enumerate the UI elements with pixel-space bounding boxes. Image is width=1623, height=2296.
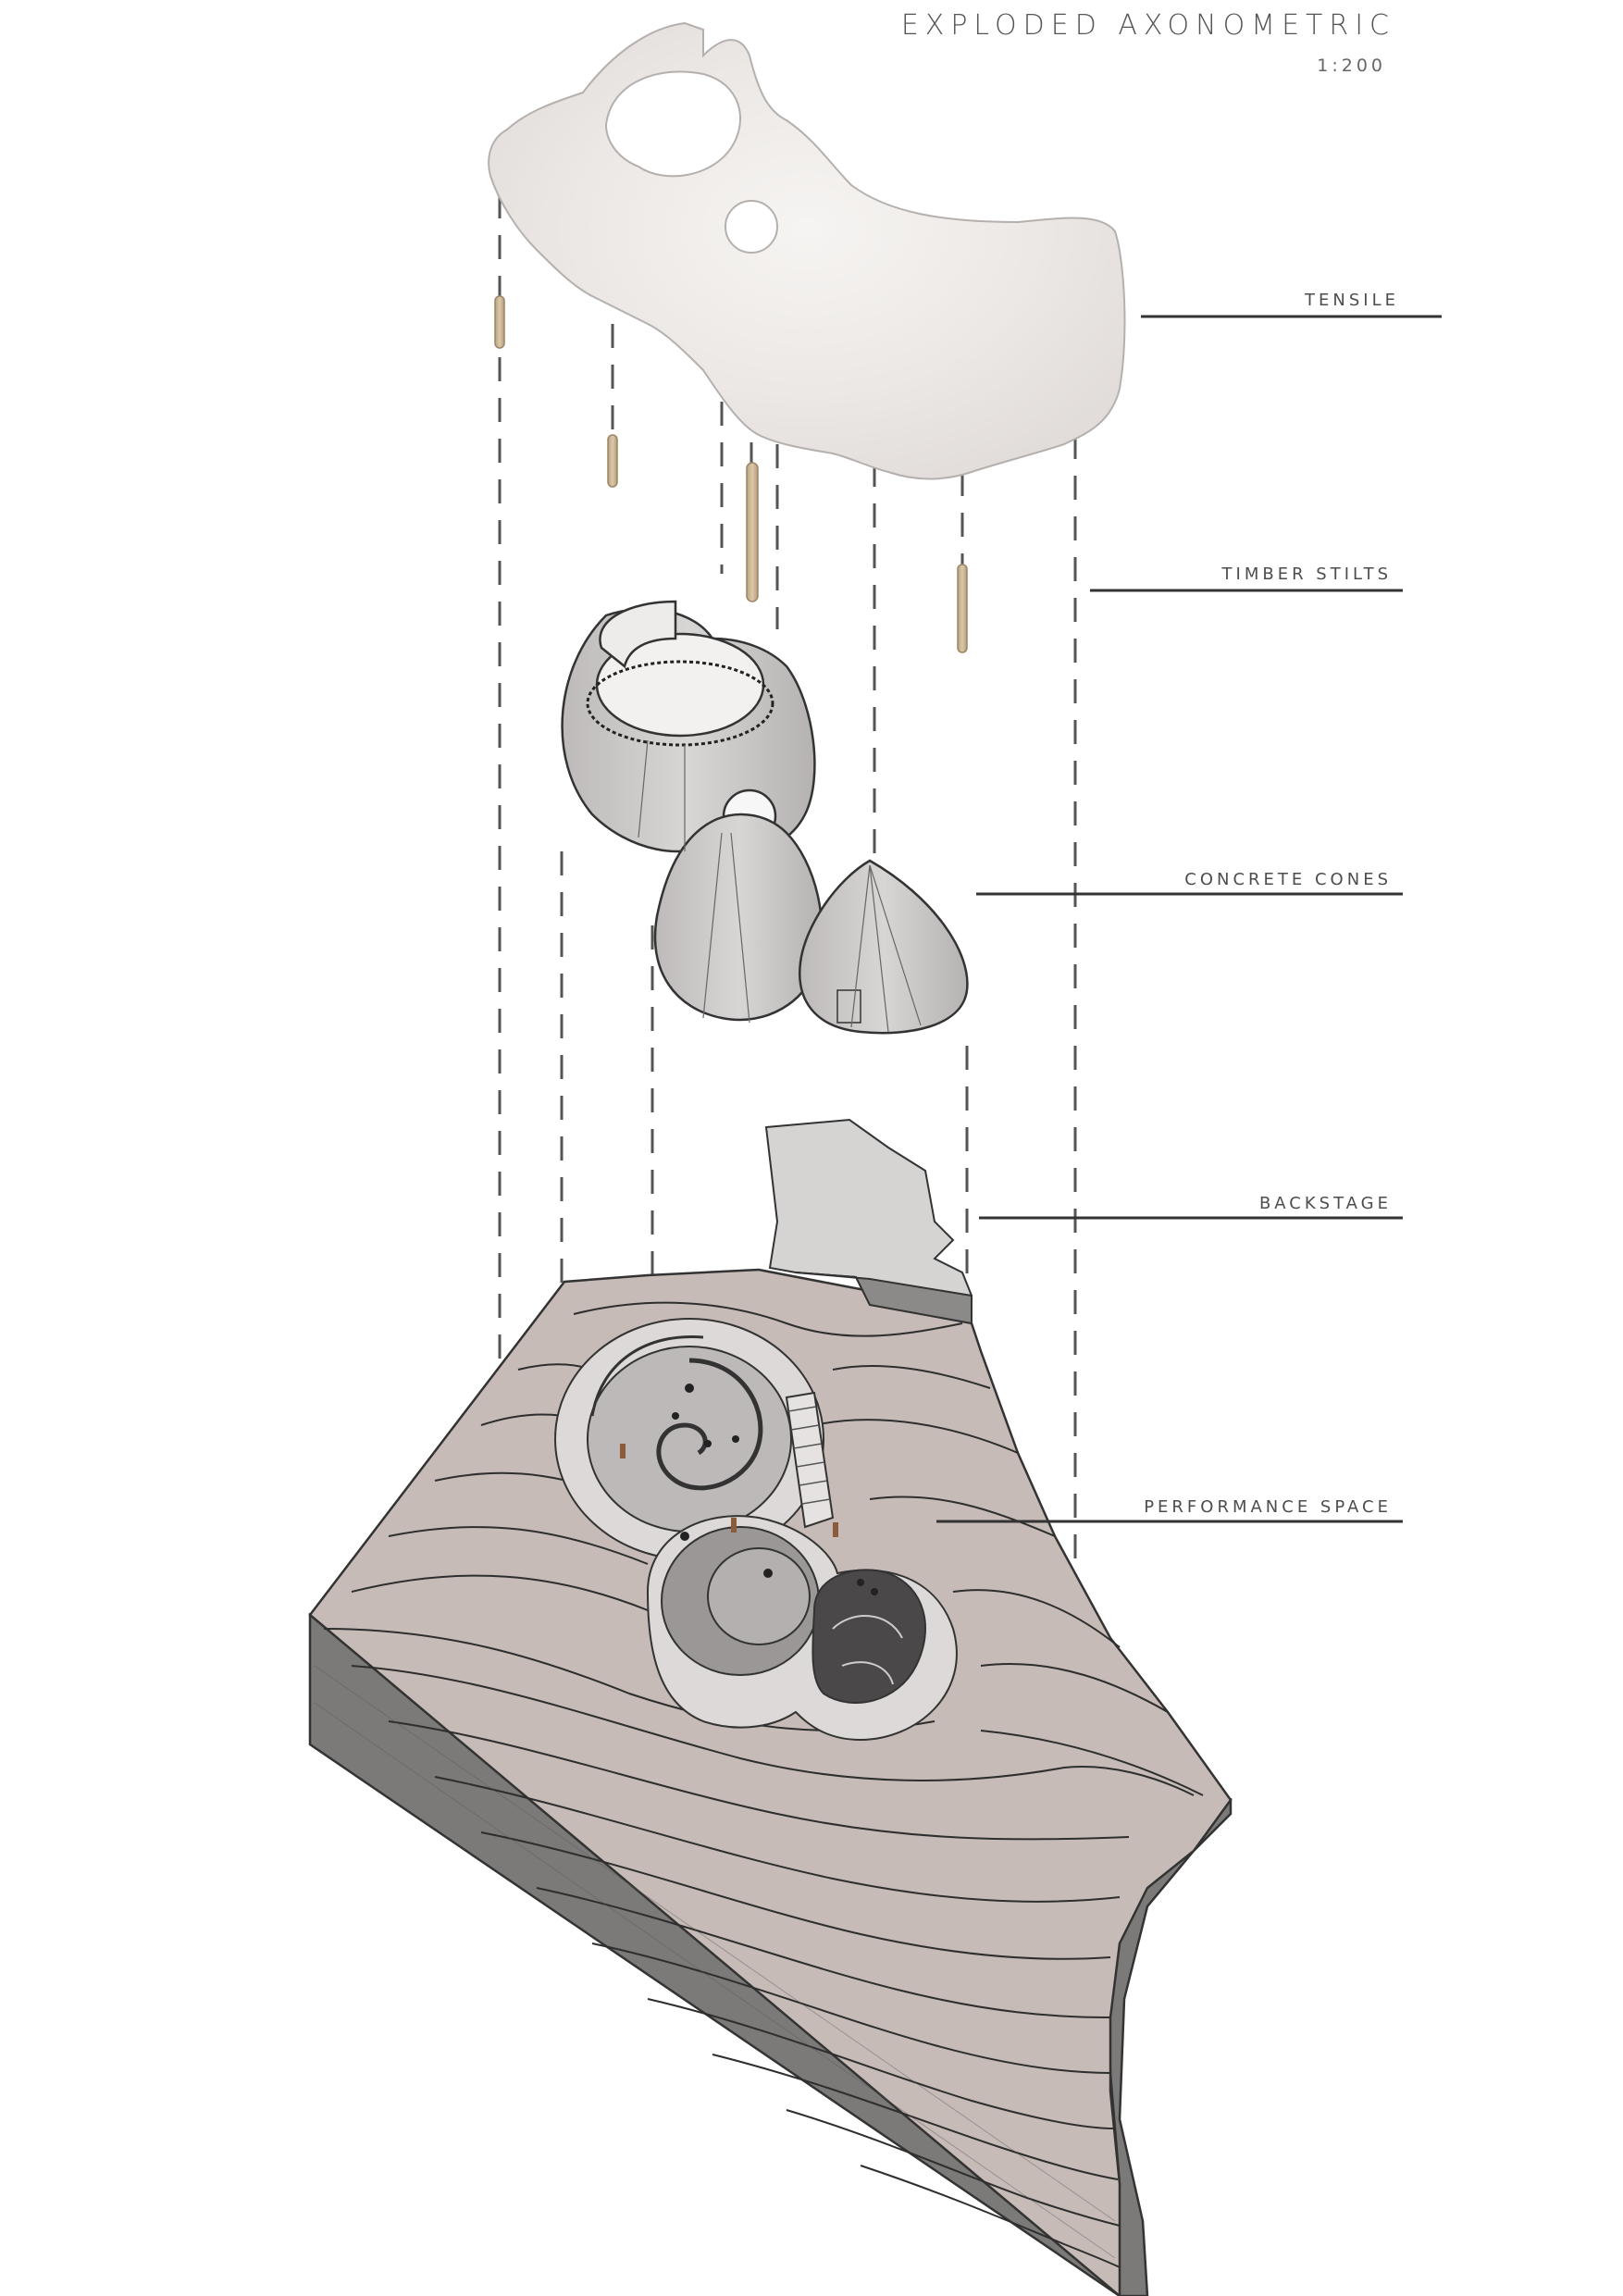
concrete-cones (561, 600, 969, 1035)
tensile-membrane (488, 21, 1126, 480)
layer-label-performance-space: PERFORMANCE SPACE (1144, 1497, 1392, 1517)
drawing-title: EXPLODED AXONOMETRIC (900, 9, 1395, 42)
performance-space-plan (554, 1318, 958, 1742)
leader-lines (936, 315, 1442, 1523)
drawing-scale: 1:200 (1317, 56, 1386, 76)
ground-block (308, 1268, 1233, 2296)
layer-label-backstage: BACKSTAGE (1258, 1194, 1392, 1213)
layer-label-timber-stilts: TIMBER STILTS (1221, 565, 1392, 584)
timber-stilts (494, 295, 968, 653)
backstage-volume (764, 1118, 973, 1325)
layer-label-tensile: TENSILE (1305, 291, 1399, 310)
layer-label-concrete-cones: CONCRETE CONES (1184, 870, 1392, 889)
